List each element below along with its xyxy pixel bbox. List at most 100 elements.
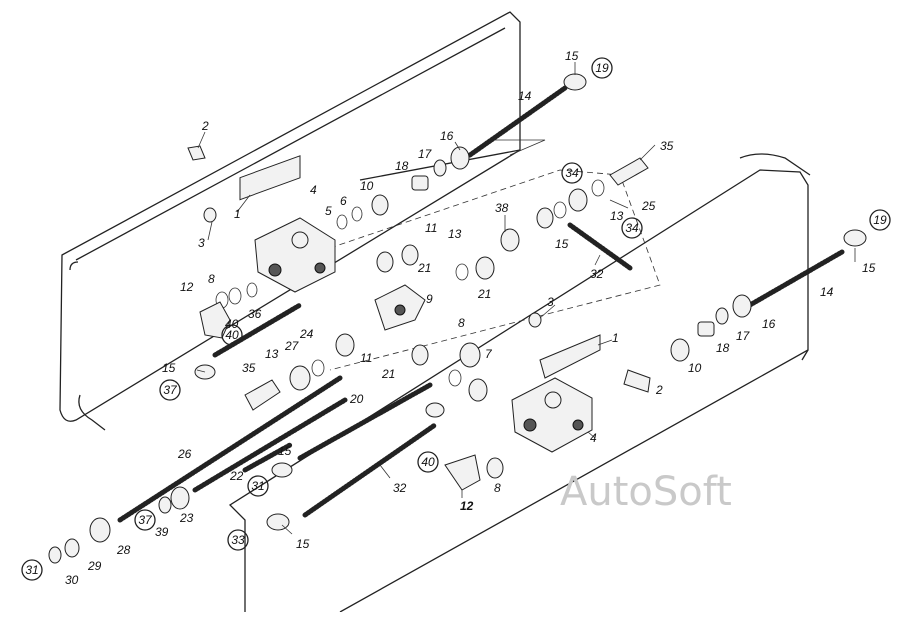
callout: 3 [198, 236, 205, 250]
fitting-13-centre [335, 333, 355, 357]
circled-label: 33 [231, 533, 245, 547]
leader-16 [454, 141, 461, 151]
nut-28 [89, 517, 111, 543]
callout: 8 [494, 481, 501, 495]
callout: 29 [87, 559, 102, 573]
upper-rail-top-flange [75, 27, 506, 261]
valve-lower-cap [544, 391, 562, 409]
bolt-2-upper [187, 145, 206, 161]
circled-label: 19 [595, 61, 609, 75]
lower-rail-edge [801, 349, 809, 361]
circle-19-right [869, 209, 891, 231]
callout: 28 [116, 543, 131, 557]
callout: 25 [641, 199, 656, 213]
callout: 7 [485, 347, 493, 361]
leader-lines [196, 62, 856, 535]
circled-label: 34 [565, 166, 579, 180]
lower-frame-rail [228, 153, 811, 613]
callout: 26 [177, 447, 192, 461]
circle-31-lower [21, 559, 43, 581]
callout: 17 [736, 329, 751, 343]
callout: 4 [590, 431, 597, 445]
banjo-15-upper [563, 73, 587, 91]
callout: 21 [417, 261, 431, 275]
fitting-10-upper [371, 194, 389, 216]
callout: 39 [155, 525, 169, 539]
circle-37-lower [134, 509, 156, 531]
rod-36 [212, 302, 303, 358]
circled-label: 19 [873, 213, 887, 227]
callout: 4 [310, 183, 317, 197]
fitting-21-upper [475, 256, 495, 280]
valve-upper-port-b [314, 262, 326, 274]
callout: 32 [590, 267, 604, 281]
callout: 9 [426, 292, 433, 306]
callout: 18 [716, 341, 730, 355]
lower-rail-web [228, 169, 809, 613]
callout: 30 [65, 573, 79, 587]
circled-label: 40 [421, 455, 435, 469]
callout: 1 [612, 331, 619, 345]
fitting-upper-mid [500, 228, 520, 252]
callout-numbers: 1 1 2 2 3 3 4 4 5 6 7 8 8 8 9 10 10 11 1… [65, 49, 876, 587]
circled-label: 37 [138, 513, 153, 527]
watermark-text: AutoSoft [560, 469, 732, 515]
callout: 21 [381, 367, 395, 381]
leader-32-lower [379, 464, 391, 479]
rod-32-upper [567, 222, 633, 271]
elbow-12-upper [199, 301, 231, 339]
valve-lower-port-b [572, 419, 584, 431]
callout: 21 [477, 287, 491, 301]
callout: 5 [325, 204, 332, 218]
callout: 13 [265, 347, 279, 361]
nut-23 [170, 486, 190, 510]
circled-label: 31 [251, 479, 264, 493]
nut-16-upper [450, 146, 470, 170]
leader-15-left [196, 369, 206, 373]
callout: 12 [460, 499, 474, 513]
callout: 24 [299, 327, 314, 341]
ring-27 [289, 365, 311, 391]
rods [117, 85, 845, 523]
upper-rail-corner [69, 261, 79, 271]
valve-upper-cap [291, 231, 309, 249]
fitting-35-upper [609, 157, 649, 186]
fitting-7 [459, 342, 481, 368]
banjo-15-lower [266, 513, 290, 531]
ring-13-right [568, 188, 588, 212]
callout: 36 [248, 307, 262, 321]
callout: 35 [660, 139, 674, 153]
callout: 6 [340, 194, 347, 208]
circle-19-upper [591, 57, 613, 79]
banjo-15-centre [425, 402, 445, 418]
callout: 1 [234, 207, 241, 221]
sleeve-30 [48, 546, 62, 564]
rod-22 [192, 397, 348, 493]
callout: 15 [862, 261, 876, 275]
fitting-35-lower [244, 379, 281, 411]
valve-body-upper [239, 155, 336, 293]
nut-3-upper [203, 207, 217, 223]
fitting-21-mid [401, 244, 419, 266]
circle-33 [227, 529, 249, 551]
circled-label: 34 [625, 221, 639, 235]
callout: 27 [284, 339, 300, 353]
valve-upper-port-a [268, 263, 282, 277]
callout: 12 [180, 280, 194, 294]
fitting-11-lower [468, 378, 488, 402]
washer-13-lower [448, 369, 462, 387]
callout: 15 [162, 361, 176, 375]
nut-16-lower [732, 294, 752, 318]
washer-24 [311, 359, 325, 377]
callout: 13 [610, 209, 624, 223]
ring-13-right-c [536, 207, 554, 229]
rod-14-lower [747, 249, 845, 308]
rod-15-short [242, 442, 293, 473]
washer-13-mid [455, 263, 469, 281]
tee-fitting [374, 284, 426, 331]
valve-body-upper-shape [254, 217, 336, 293]
callout: 16 [440, 129, 454, 143]
washer-29 [64, 538, 80, 558]
washer-6-upper [351, 206, 363, 222]
